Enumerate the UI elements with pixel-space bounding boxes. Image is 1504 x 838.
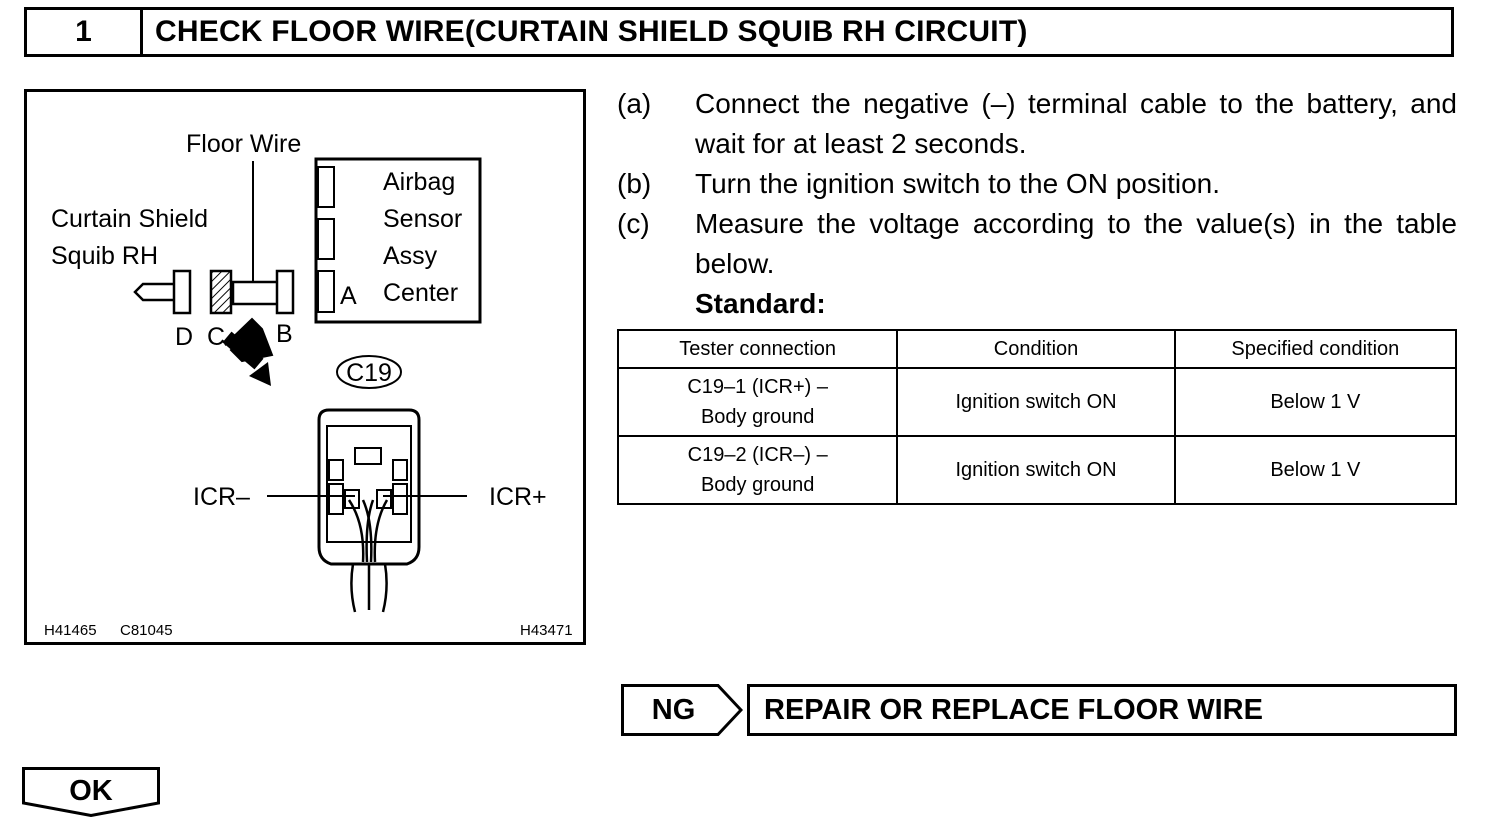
tester-connection-cell: C19–2 (ICR–) – Body ground — [616, 435, 899, 505]
squib-rh-label: Squib RH — [51, 242, 158, 270]
wiring-illustration: Floor Wire Curtain Shield Squib RH Airba… — [44, 130, 573, 639]
sensor-label-1: Airbag — [383, 168, 455, 196]
step-c: (c) Measure the voltage according to the… — [617, 204, 1457, 284]
step-title: CHECK FLOOR WIRE(CURTAIN SHIELD SQUIB RH… — [155, 15, 1028, 48]
connector-c — [209, 269, 233, 315]
standard-label: Standard: — [695, 288, 826, 319]
ok-label: OK — [69, 774, 113, 807]
curtain-shield-label: Curtain Shield — [51, 205, 208, 233]
figure-code-middle: C81045 — [120, 622, 173, 639]
step-tag: (a) — [617, 88, 652, 119]
ng-action-box: REPAIR OR REPLACE FLOOR WIRE — [747, 684, 1457, 736]
connector-id-label: C19 — [346, 359, 392, 387]
connector-b — [275, 269, 295, 315]
connection-line: C19–2 (ICR–) – — [687, 444, 828, 466]
step-tag: (b) — [617, 168, 652, 199]
condition-cell: Ignition switch ON — [896, 435, 1176, 505]
table-row: C19–2 (ICR–) – Body ground Ignition swit… — [616, 435, 1458, 505]
column-header: Specified condition — [1173, 329, 1458, 369]
connector-b-label: B — [276, 320, 293, 348]
condition-cell: Ignition switch ON — [896, 367, 1176, 437]
step-text: Connect the negative (–) terminal cable … — [695, 88, 1457, 159]
step-text: Measure the voltage according to the val… — [695, 208, 1457, 279]
connector-d — [172, 269, 192, 315]
connection-line: Body ground — [700, 406, 815, 428]
connection-line: C19–1 (ICR+) – — [687, 376, 828, 398]
figure-code-left: H41465 — [44, 622, 97, 639]
connection-line: Body ground — [700, 474, 815, 496]
connector-d-label: D — [175, 323, 193, 351]
c19-oval — [336, 355, 402, 389]
column-header: Condition — [896, 329, 1176, 369]
floor-wire-label: Floor Wire — [186, 130, 301, 158]
specified-condition-cell: Below 1 V — [1173, 435, 1458, 505]
step-header: 1 CHECK FLOOR WIRE(CURTAIN SHIELD SQUIB … — [24, 7, 1454, 57]
connector-a-label: A — [340, 282, 357, 310]
connector-diagram: Floor Wire Curtain Shield Squib RH Airba… — [24, 89, 586, 645]
sensor-label-4: Center — [383, 279, 458, 307]
connector-c-label: C — [207, 323, 225, 351]
sensor-label-2: Sensor — [383, 205, 462, 233]
squib-lead — [133, 282, 174, 302]
icr-plus-label: ICR+ — [489, 483, 547, 511]
procedure-steps: (a) Connect the negative (–) terminal ca… — [617, 84, 1457, 324]
step-a: (a) Connect the negative (–) terminal ca… — [617, 84, 1457, 164]
icr-minus-label: ICR– — [193, 483, 250, 511]
step-b: (b) Turn the ignition switch to the ON p… — [617, 164, 1457, 204]
ng-label: NG — [651, 693, 696, 726]
step-text: Turn the ignition switch to the ON posit… — [695, 168, 1220, 199]
step-tag: (c) — [617, 208, 650, 239]
sensor-label-3: Assy — [383, 242, 438, 270]
specified-condition-cell: Below 1 V — [1173, 367, 1458, 437]
tester-connection-cell: C19–1 (ICR+) – Body ground — [616, 367, 899, 437]
ng-arrow-shape — [621, 684, 743, 736]
connector-face — [317, 408, 421, 566]
table-row: C19–1 (ICR+) – Body ground Ignition swit… — [616, 367, 1458, 437]
figure-code-right: H43471 — [520, 622, 573, 639]
floor-wire-body — [231, 280, 281, 306]
connector-a-socket — [317, 270, 335, 313]
specification-table: Tester connection Condition Specified co… — [616, 329, 1458, 505]
ok-arrow-shape — [22, 767, 160, 817]
airbag-sensor-box — [314, 157, 482, 324]
column-header: Tester connection — [616, 329, 899, 369]
step-number: 1 — [27, 10, 143, 54]
table-header-row: Tester connection Condition Specified co… — [616, 329, 1458, 369]
